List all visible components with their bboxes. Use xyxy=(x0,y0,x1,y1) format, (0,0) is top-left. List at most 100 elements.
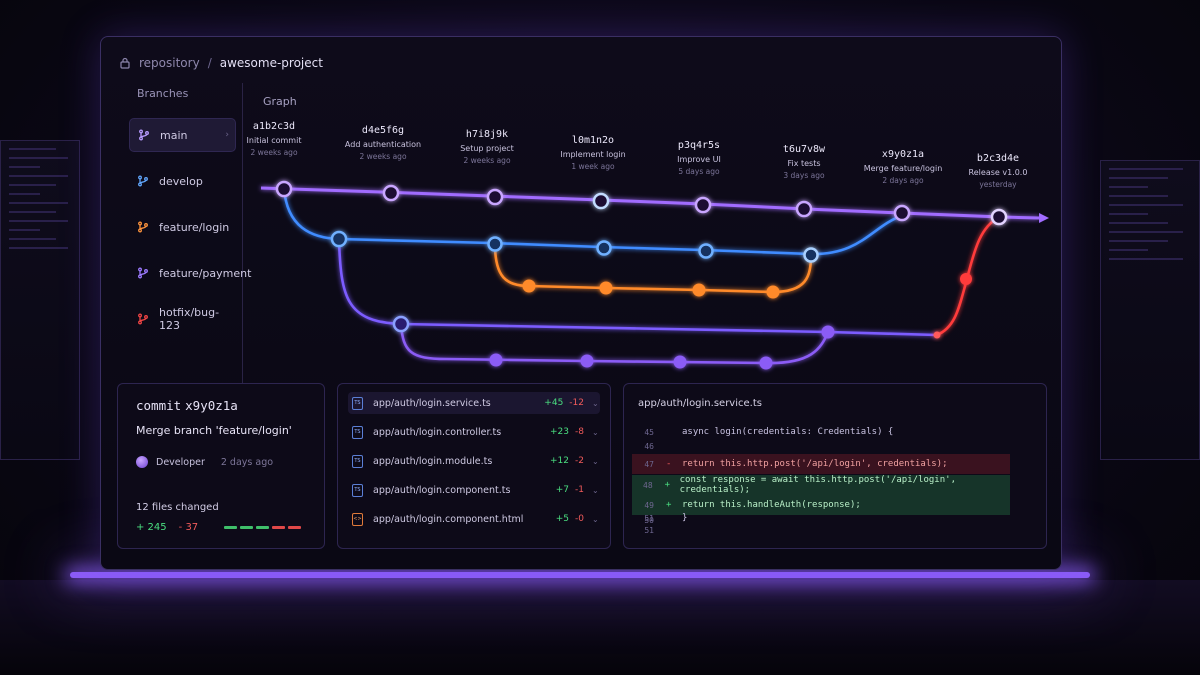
commit-node-main[interactable] xyxy=(694,196,712,214)
commit-label[interactable]: l0m1n2o Implement login 1 week ago xyxy=(538,135,648,171)
chevron-down-icon: ⌄ xyxy=(592,398,599,408)
code-text: } xyxy=(682,513,688,523)
commit-node-main[interactable] xyxy=(275,180,293,198)
code-line[interactable]: 51 xyxy=(632,520,1010,540)
code-line-removed[interactable]: 47 - return this.http.post('/api/login',… xyxy=(632,454,1010,474)
commit-label[interactable]: d4e5f6g Add authentication 2 weeks ago xyxy=(328,125,438,161)
line-number: 47 xyxy=(644,459,654,469)
commit-hash: l0m1n2o xyxy=(571,135,615,146)
commit-label[interactable]: a1b2c3d Initial commit 2 weeks ago xyxy=(219,121,329,157)
commit-message: Initial commit xyxy=(246,136,302,145)
commit-node-develop[interactable] xyxy=(596,240,612,256)
file-row[interactable]: TS app/auth/login.module.ts +12-2 ⌄ xyxy=(348,450,600,472)
repo-breadcrumb: repository / awesome-project xyxy=(119,51,323,75)
branch-item-feature-payment[interactable]: feature/payment xyxy=(129,256,251,290)
commit-node-main[interactable] xyxy=(990,208,1008,226)
commit-node-develop[interactable] xyxy=(330,230,348,248)
file-additions: +12 xyxy=(550,456,570,466)
commit-label[interactable]: x9y0z1a Merge feature/login 2 days ago xyxy=(848,149,958,185)
branch-item-develop[interactable]: develop xyxy=(129,164,236,198)
branches-sidebar: Branches main › develop feature/login fe… xyxy=(119,83,251,409)
commit-node-feature-login[interactable] xyxy=(599,281,613,295)
file-row[interactable]: TS app/auth/login.controller.ts +23-8 ⌄ xyxy=(348,421,600,443)
commit-label[interactable]: p3q4r5s Improve UI 5 days ago xyxy=(644,140,754,176)
commit-message: Merge branch 'feature/login' xyxy=(136,424,292,437)
commit-label[interactable]: t6u7v8w Fix tests 3 days ago xyxy=(749,144,859,180)
commit-hash: d4e5f6g xyxy=(361,125,405,136)
chevron-down-icon: ⌄ xyxy=(592,485,599,495)
commit-node-develop[interactable] xyxy=(487,236,503,252)
chevron-down-icon: ⌄ xyxy=(592,456,599,466)
commit-node-hotfix[interactable] xyxy=(960,273,972,285)
branch-icon xyxy=(139,129,149,141)
additions-count: + 245 xyxy=(136,522,167,533)
commit-author: Developer 2 days ago xyxy=(136,456,273,468)
chevron-down-icon: ⌄ xyxy=(592,514,599,524)
file-name: app/auth/login.service.ts xyxy=(373,397,491,409)
commit-node-main[interactable] xyxy=(795,200,813,218)
commit-node-hotfix[interactable] xyxy=(933,331,941,339)
change-stat-bar xyxy=(224,526,302,529)
commit-time: 2 weeks ago xyxy=(250,148,298,157)
commit-heading: commit x9y0z1a xyxy=(136,398,238,413)
commit-hash[interactable]: x9y0z1a xyxy=(185,398,238,413)
branch-icon xyxy=(138,221,148,233)
branch-icon xyxy=(138,175,148,187)
commit-node-feature-payment[interactable] xyxy=(580,354,594,368)
commit-label[interactable]: h7i8j9k Setup project 2 weeks ago xyxy=(432,129,542,165)
commit-message: Merge feature/login xyxy=(863,164,943,173)
file-name: app/auth/login.component.ts xyxy=(373,484,511,496)
typescript-file-icon: TS xyxy=(352,454,363,468)
commit-node-feature-payment[interactable] xyxy=(392,315,410,333)
branches-title: Branches xyxy=(137,87,189,100)
branch-label: main xyxy=(160,128,188,142)
commit-details-panel: commit x9y0z1a Merge branch 'feature/log… xyxy=(117,383,325,549)
file-row[interactable]: <> app/auth/login.component.html +5-0 ⌄ xyxy=(348,508,600,530)
code-line-added[interactable]: 48 + const response = await this.http.po… xyxy=(632,475,1010,495)
file-row[interactable]: TS app/auth/login.component.ts +7-1 ⌄ xyxy=(348,479,600,501)
branch-label: feature/login xyxy=(159,220,230,234)
chevron-down-icon: ⌄ xyxy=(592,427,599,437)
commit-node-develop[interactable] xyxy=(698,243,714,259)
commit-message: Improve UI xyxy=(677,155,721,164)
commit-node-feature-payment[interactable] xyxy=(821,325,835,339)
commit-node-feature-payment[interactable] xyxy=(759,356,773,370)
code-line-added[interactable]: 49 + return this.handleAuth(response); xyxy=(632,495,1010,515)
author-name[interactable]: Developer xyxy=(156,456,205,468)
file-deletions: -0 xyxy=(575,514,584,524)
commit-hash: h7i8j9k xyxy=(465,129,509,140)
commit-node-main[interactable] xyxy=(893,204,911,222)
branch-item-main[interactable]: main › xyxy=(129,118,236,152)
code-line[interactable]: 46 xyxy=(632,436,1010,456)
commit-node-main[interactable] xyxy=(382,184,400,202)
code-line[interactable]: 45 async login(credentials: Credentials)… xyxy=(632,422,1010,442)
branch-line-main xyxy=(260,186,1040,220)
commit-node-main[interactable] xyxy=(486,188,504,206)
branch-item-feature-login[interactable]: feature/login xyxy=(129,210,236,244)
typescript-file-icon: TS xyxy=(352,483,363,497)
line-number: 51 xyxy=(644,525,654,535)
branch-item-hotfix-bug-123[interactable]: hotfix/bug-123 xyxy=(129,302,236,336)
commit-node-main[interactable] xyxy=(592,192,610,210)
commit-node-feature-login[interactable] xyxy=(522,279,536,293)
code-line[interactable]: 50 xyxy=(632,510,1010,530)
code-line[interactable]: 51 } xyxy=(632,508,1010,528)
commit-node-feature-payment[interactable] xyxy=(673,355,687,369)
repo-label[interactable]: repository xyxy=(139,56,200,70)
typescript-file-icon: TS xyxy=(352,396,363,410)
commit-node-feature-payment[interactable] xyxy=(489,353,503,367)
code-text: return this.http.post('/api/login', cred… xyxy=(682,459,948,469)
project-name[interactable]: awesome-project xyxy=(219,56,323,70)
file-row[interactable]: TS app/auth/login.service.ts +45-12 ⌄ xyxy=(348,392,600,414)
deletions-count: - 37 xyxy=(178,522,199,533)
code-text: return this.handleAuth(response); xyxy=(682,500,861,510)
commit-node-feature-login[interactable] xyxy=(692,283,706,297)
commit-label[interactable]: b2c3d4e Release v1.0.0 yesterday xyxy=(943,153,1053,189)
file-deletions: -2 xyxy=(575,456,584,466)
commit-prefix: commit xyxy=(136,398,182,413)
file-name: app/auth/login.controller.ts xyxy=(373,426,502,438)
commit-node-feature-login[interactable] xyxy=(766,285,780,299)
commit-message: Release v1.0.0 xyxy=(968,168,1028,177)
commit-hash: p3q4r5s xyxy=(677,140,721,151)
commit-node-develop[interactable] xyxy=(803,247,819,263)
